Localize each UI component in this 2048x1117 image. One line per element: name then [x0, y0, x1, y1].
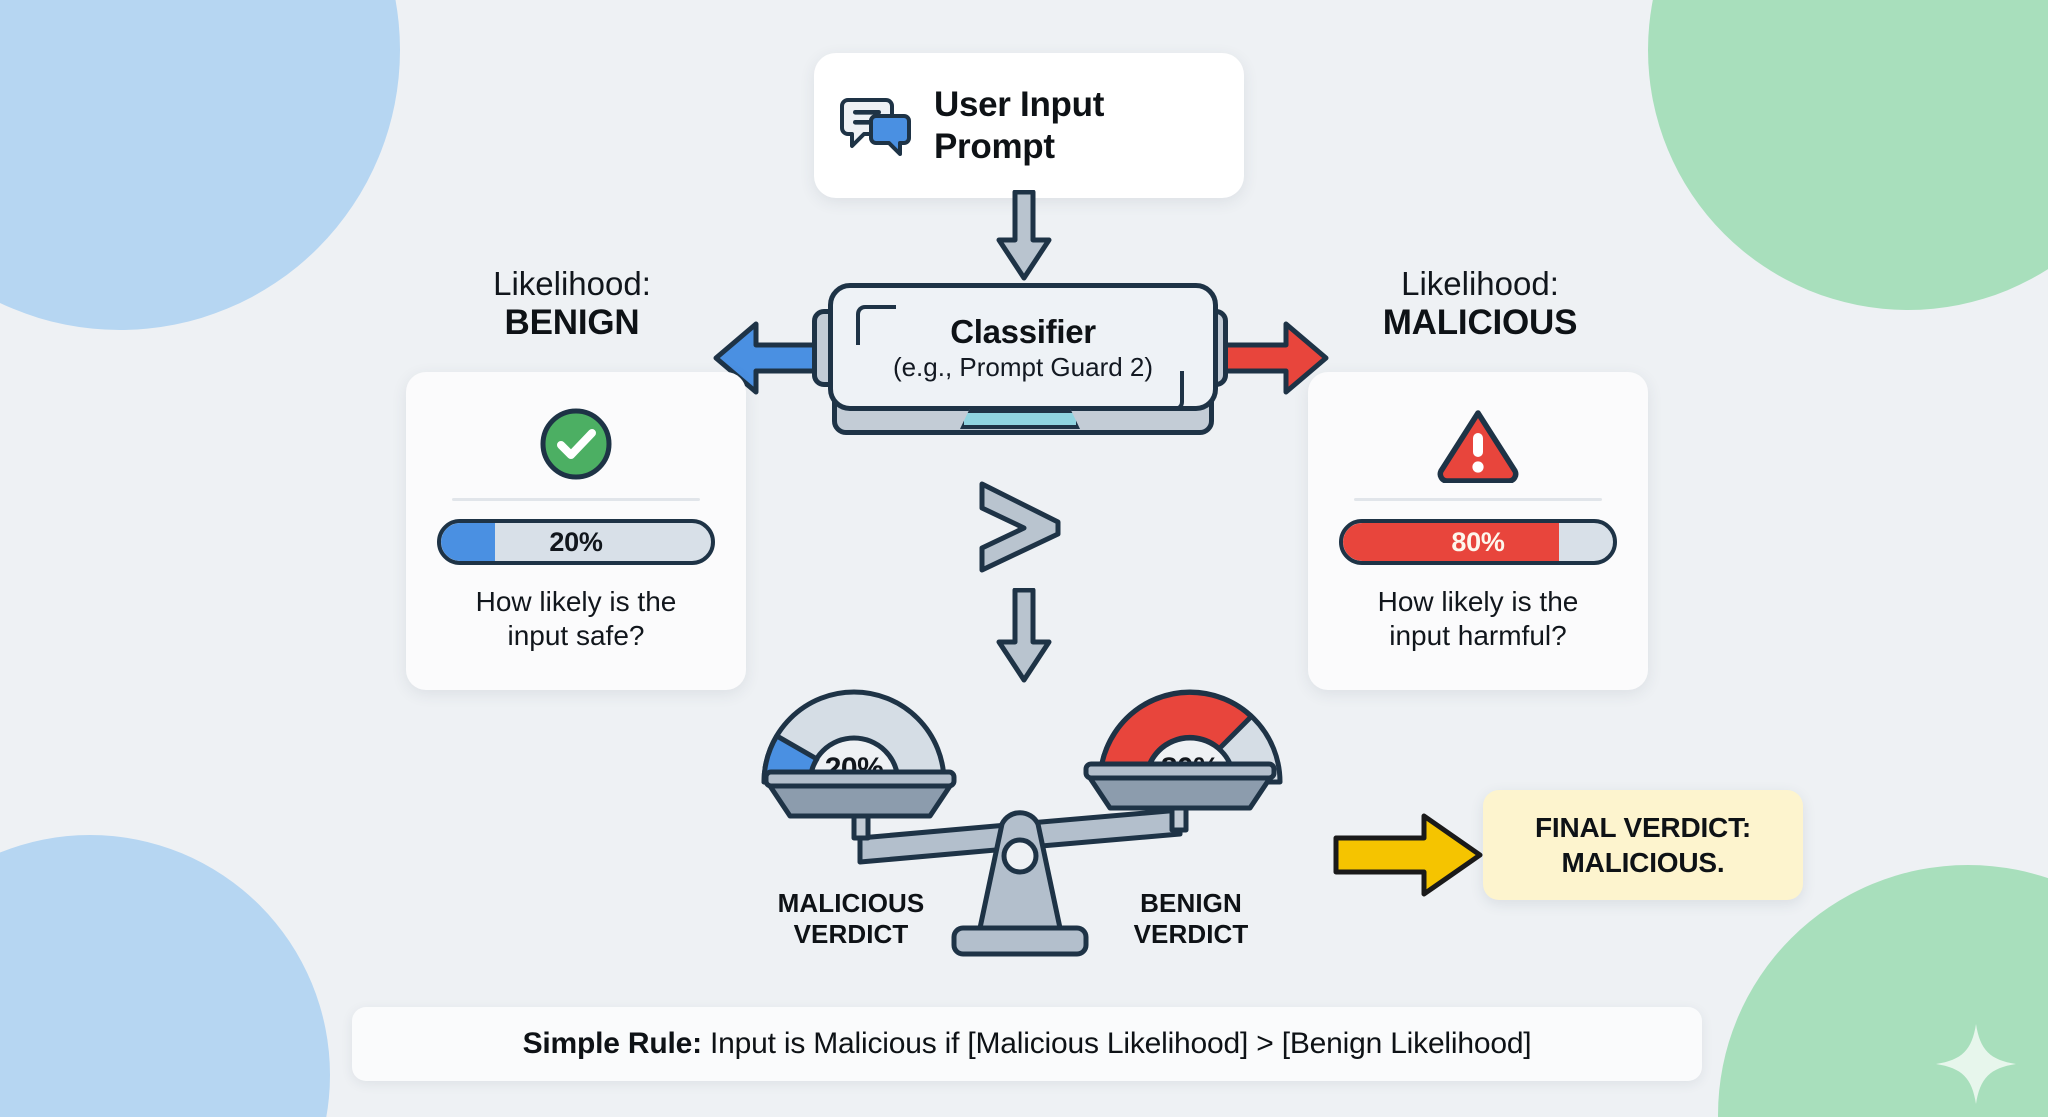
benign-label-line1: Likelihood: — [493, 265, 651, 302]
left-gauge: 20% — [756, 682, 952, 790]
benign-probability-card: 20% How likely is the input safe? — [406, 372, 746, 690]
balance-scale: 20% 80% MALICIOU — [740, 676, 1300, 976]
final-verdict-text: FINAL VERDICT: MALICIOUS. — [1535, 810, 1751, 880]
final-verdict-card: FINAL VERDICT: MALICIOUS. — [1483, 790, 1803, 900]
decorative-blob-top-left — [0, 0, 400, 330]
left-verdict-label: MALICIOUS VERDICT — [736, 888, 966, 949]
simple-rule-label: Simple Rule: — [522, 1027, 703, 1060]
simple-rule-text: Simple Rule: Input is Malicious if [Mali… — [523, 1027, 1532, 1061]
malicious-question-line2: input harmful? — [1389, 620, 1567, 652]
warning-triangle-icon — [1437, 410, 1519, 483]
chip-accent-strip — [960, 409, 1080, 429]
malicious-progress-label: 80% — [1451, 526, 1505, 557]
check-circle-icon — [540, 408, 612, 480]
right-verdict-label: BENIGN VERDICT — [1076, 888, 1306, 949]
malicious-question-line1: How likely is the — [1377, 586, 1579, 617]
arrow-down-icon-input-to-classifier — [996, 190, 1052, 281]
arrow-down-icon-to-scale — [996, 588, 1052, 683]
decorative-blob-bottom-left — [0, 835, 330, 1117]
final-verdict-line1: FINAL VERDICT: — [1534, 812, 1752, 843]
malicious-card-divider — [1354, 498, 1602, 501]
benign-progress-fill — [441, 523, 495, 561]
decorative-blob-top-right — [1648, 0, 2048, 310]
malicious-branch-label: Likelihood: MALICIOUS — [1320, 265, 1640, 342]
benign-question: How likely is the input safe? — [476, 585, 677, 653]
benign-question-line2: input safe? — [507, 620, 645, 652]
arrow-right-icon-malicious — [1218, 321, 1329, 395]
decorative-blob-bottom-right — [1718, 865, 2048, 1117]
input-title-line2: Prompt — [934, 126, 1055, 166]
left-verdict-line1: MALICIOUS — [777, 888, 925, 918]
chip-bracket-top-left — [856, 305, 896, 345]
malicious-progress-fill — [1343, 523, 1559, 561]
benign-progress-label: 20% — [549, 526, 603, 557]
scale-frame-icon — [763, 761, 1277, 957]
benign-question-line1: How likely is the — [475, 586, 677, 617]
simple-rule-body: Input is Malicious if [Malicious Likelih… — [701, 1027, 1532, 1060]
arrow-right-icon-final-verdict — [1333, 813, 1483, 897]
user-input-prompt-title: User Input Prompt — [934, 84, 1104, 167]
greater-than-icon — [979, 481, 1061, 573]
right-gauge: 80% — [1092, 682, 1288, 790]
malicious-label-line2: MALICIOUS — [1382, 302, 1578, 342]
right-gauge-arc — [1097, 689, 1283, 785]
left-verdict-line2: VERDICT — [793, 918, 909, 949]
benign-label-line2: BENIGN — [504, 302, 640, 342]
final-verdict-line2: MALICIOUS. — [1561, 847, 1725, 878]
right-verdict-line1: BENIGN — [1140, 888, 1242, 918]
chat-bubbles-icon — [840, 97, 911, 156]
right-verdict-line2: VERDICT — [1133, 918, 1249, 949]
user-input-prompt-card: User Input Prompt — [814, 53, 1244, 198]
chip-bracket-bottom-right — [1144, 371, 1184, 411]
simple-rule-banner: Simple Rule: Input is Malicious if [Mali… — [352, 1007, 1702, 1081]
benign-branch-label: Likelihood: BENIGN — [412, 265, 732, 342]
benign-card-divider — [452, 498, 700, 501]
malicious-probability-card: 80% How likely is the input harmful? — [1308, 372, 1648, 690]
classifier-title: Classifier — [950, 312, 1096, 350]
classifier-body: Classifier (e.g., Prompt Guard 2) — [828, 283, 1218, 411]
malicious-status-icon-wrap — [1435, 398, 1521, 490]
malicious-label-line1: Likelihood: — [1401, 265, 1559, 302]
malicious-progress-bar: 80% — [1339, 519, 1617, 565]
benign-status-icon-wrap — [537, 398, 615, 490]
classifier-subtitle: (e.g., Prompt Guard 2) — [892, 351, 1154, 382]
malicious-question: How likely is the input harmful? — [1378, 585, 1579, 653]
classifier-node: Classifier (e.g., Prompt Guard 2) — [810, 277, 1230, 437]
input-title-line1: User Input — [934, 85, 1105, 125]
benign-progress-bar: 20% — [437, 519, 715, 565]
